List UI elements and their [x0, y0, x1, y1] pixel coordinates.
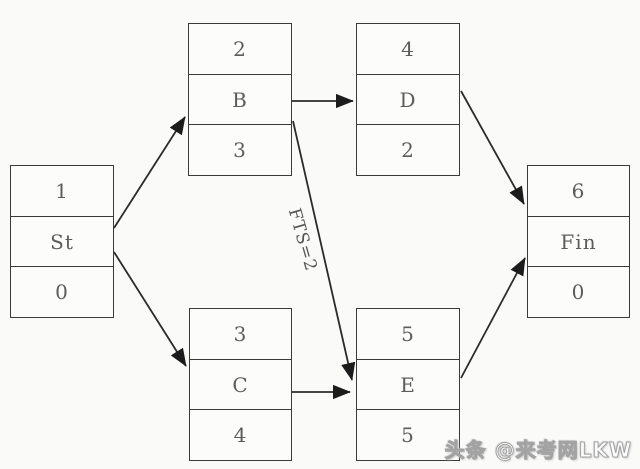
activity-node-st: 1 St 0: [10, 165, 114, 318]
lag-label-fts2: FTS=2: [283, 206, 321, 274]
node-name: B: [189, 73, 291, 125]
node-name: C: [190, 358, 291, 410]
node-number: 5: [401, 321, 415, 346]
arrow-st-to-c: [113, 251, 187, 367]
activity-node-b: 2 B 3: [188, 23, 292, 176]
node-name: St: [11, 215, 113, 267]
node-duration: 0: [528, 266, 629, 317]
node-number: 4: [401, 36, 415, 61]
node-number: 3: [233, 321, 248, 346]
node-name: E: [357, 358, 459, 410]
activity-node-e: 5 E 5: [356, 308, 460, 461]
node-duration: 3: [189, 124, 291, 175]
node-duration: 5: [357, 409, 459, 460]
node-duration: 2: [357, 124, 459, 175]
activity-node-c: 3 C 4: [189, 308, 292, 461]
node-number: 1: [55, 178, 69, 203]
node-number: 6: [571, 178, 586, 203]
activity-node-fin: 6 Fin 0: [527, 165, 630, 318]
arrow-e-to-fin: [460, 257, 526, 379]
node-name: D: [357, 73, 459, 125]
node-duration: 0: [11, 266, 113, 317]
activity-node-d: 4 D 2: [356, 23, 460, 176]
watermark-text: 头条 @来考网LKW: [444, 438, 632, 463]
node-number: 2: [233, 36, 247, 61]
arrow-st-to-b: [113, 116, 186, 229]
arrow-d-to-fin: [460, 90, 525, 205]
node-name: Fin: [528, 215, 629, 267]
node-duration: 4: [190, 409, 291, 460]
